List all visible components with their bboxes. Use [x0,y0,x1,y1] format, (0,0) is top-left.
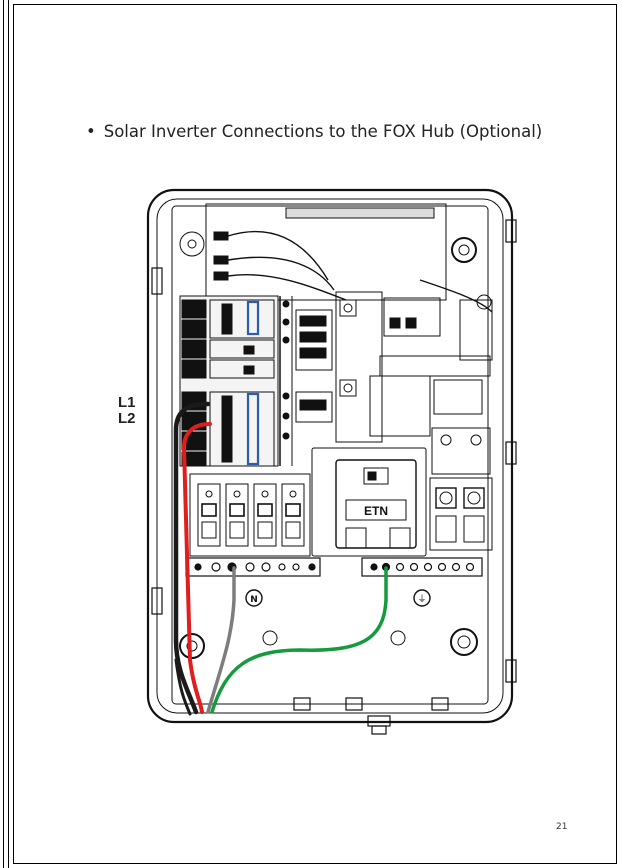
left-edge-frame [0,0,9,868]
svg-text:N: N [250,595,258,605]
green-wire-ground [210,566,388,714]
black-wire-l1 [173,401,211,715]
breaker-panel [179,295,293,467]
wires [173,401,388,716]
bullet-dot: • [86,122,96,141]
bullet-text: Solar Inverter Connections to the FOX Hu… [103,122,543,141]
ground-bar [361,557,483,577]
svg-text:⏚: ⏚ [417,594,426,605]
etn-label: ETN [364,504,388,518]
neutral-bar [185,557,321,577]
knockouts [179,628,478,711]
top-circuit-board [179,203,493,313]
section-bullet: • Solar Inverter Connections to the FOX H… [86,122,542,141]
ground-symbol: ⏚ [413,589,431,607]
gray-wire-neutral [206,566,236,714]
terminal-blocks [189,473,311,557]
red-wire-l2 [182,422,212,714]
l2-label: L2 [118,410,136,427]
main-breaker: ETN [311,447,427,557]
enclosure [146,188,517,735]
neutral-symbol: N [245,589,263,607]
relay-block [295,291,493,443]
page-frame [13,4,617,864]
grid-terminals [429,427,493,551]
page-number: 21 [556,822,568,832]
l1-label: L1 [118,394,136,411]
